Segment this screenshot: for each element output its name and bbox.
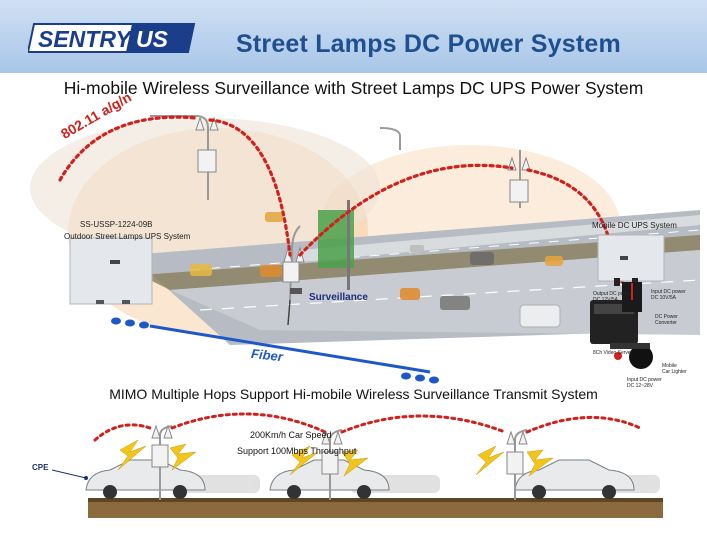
camera-icon bbox=[290, 288, 302, 294]
car-lighter-icon bbox=[629, 345, 653, 369]
video-server-label: 8Ch Video Server bbox=[593, 350, 633, 356]
cpe-label: CPE bbox=[32, 463, 49, 472]
diagram-subtitle: Hi-mobile Wireless Surveillance with Str… bbox=[63, 78, 644, 98]
coverage-zone bbox=[30, 118, 380, 258]
fiber-label: Fiber bbox=[250, 346, 284, 365]
fiber-dots bbox=[111, 317, 439, 384]
wifi-link bbox=[93, 412, 642, 442]
wireless-unit bbox=[151, 424, 528, 475]
wireless-unit bbox=[195, 116, 531, 283]
page-title: Street Lamps DC Power System bbox=[236, 30, 621, 58]
sentry-us-logo: SENTRY US bbox=[28, 23, 196, 53]
throughput-label: Support 100Mbps Throughput bbox=[237, 446, 357, 456]
mimo-title: MIMO Multiple Hops Support Hi-mobile Wir… bbox=[109, 386, 598, 402]
surveillance-label: Surveillance bbox=[309, 292, 368, 303]
left-ups-box bbox=[69, 237, 153, 305]
highway-cars bbox=[190, 212, 563, 328]
right-ups-box bbox=[597, 234, 665, 282]
fiber-line bbox=[149, 324, 431, 374]
svg-text:SENTRY: SENTRY bbox=[38, 26, 134, 52]
car-wheels bbox=[103, 485, 616, 499]
left-ups-model: SS-USSP-1224-09B bbox=[80, 220, 153, 229]
car-speed-label: 200Km/h Car Speed bbox=[250, 430, 332, 440]
lamp-post bbox=[159, 425, 528, 500]
right-ups-name: Mobile DC UPS System bbox=[592, 221, 677, 230]
svg-text:US: US bbox=[136, 26, 169, 52]
left-ups-name: Outdoor Street Lamps UPS System bbox=[64, 232, 191, 241]
lamp-post bbox=[150, 115, 521, 301]
highway-lanes bbox=[170, 250, 700, 335]
lightning-icon bbox=[117, 439, 554, 477]
overpass bbox=[300, 215, 700, 262]
ground bbox=[88, 500, 663, 518]
cpe-pointer bbox=[51, 469, 87, 479]
